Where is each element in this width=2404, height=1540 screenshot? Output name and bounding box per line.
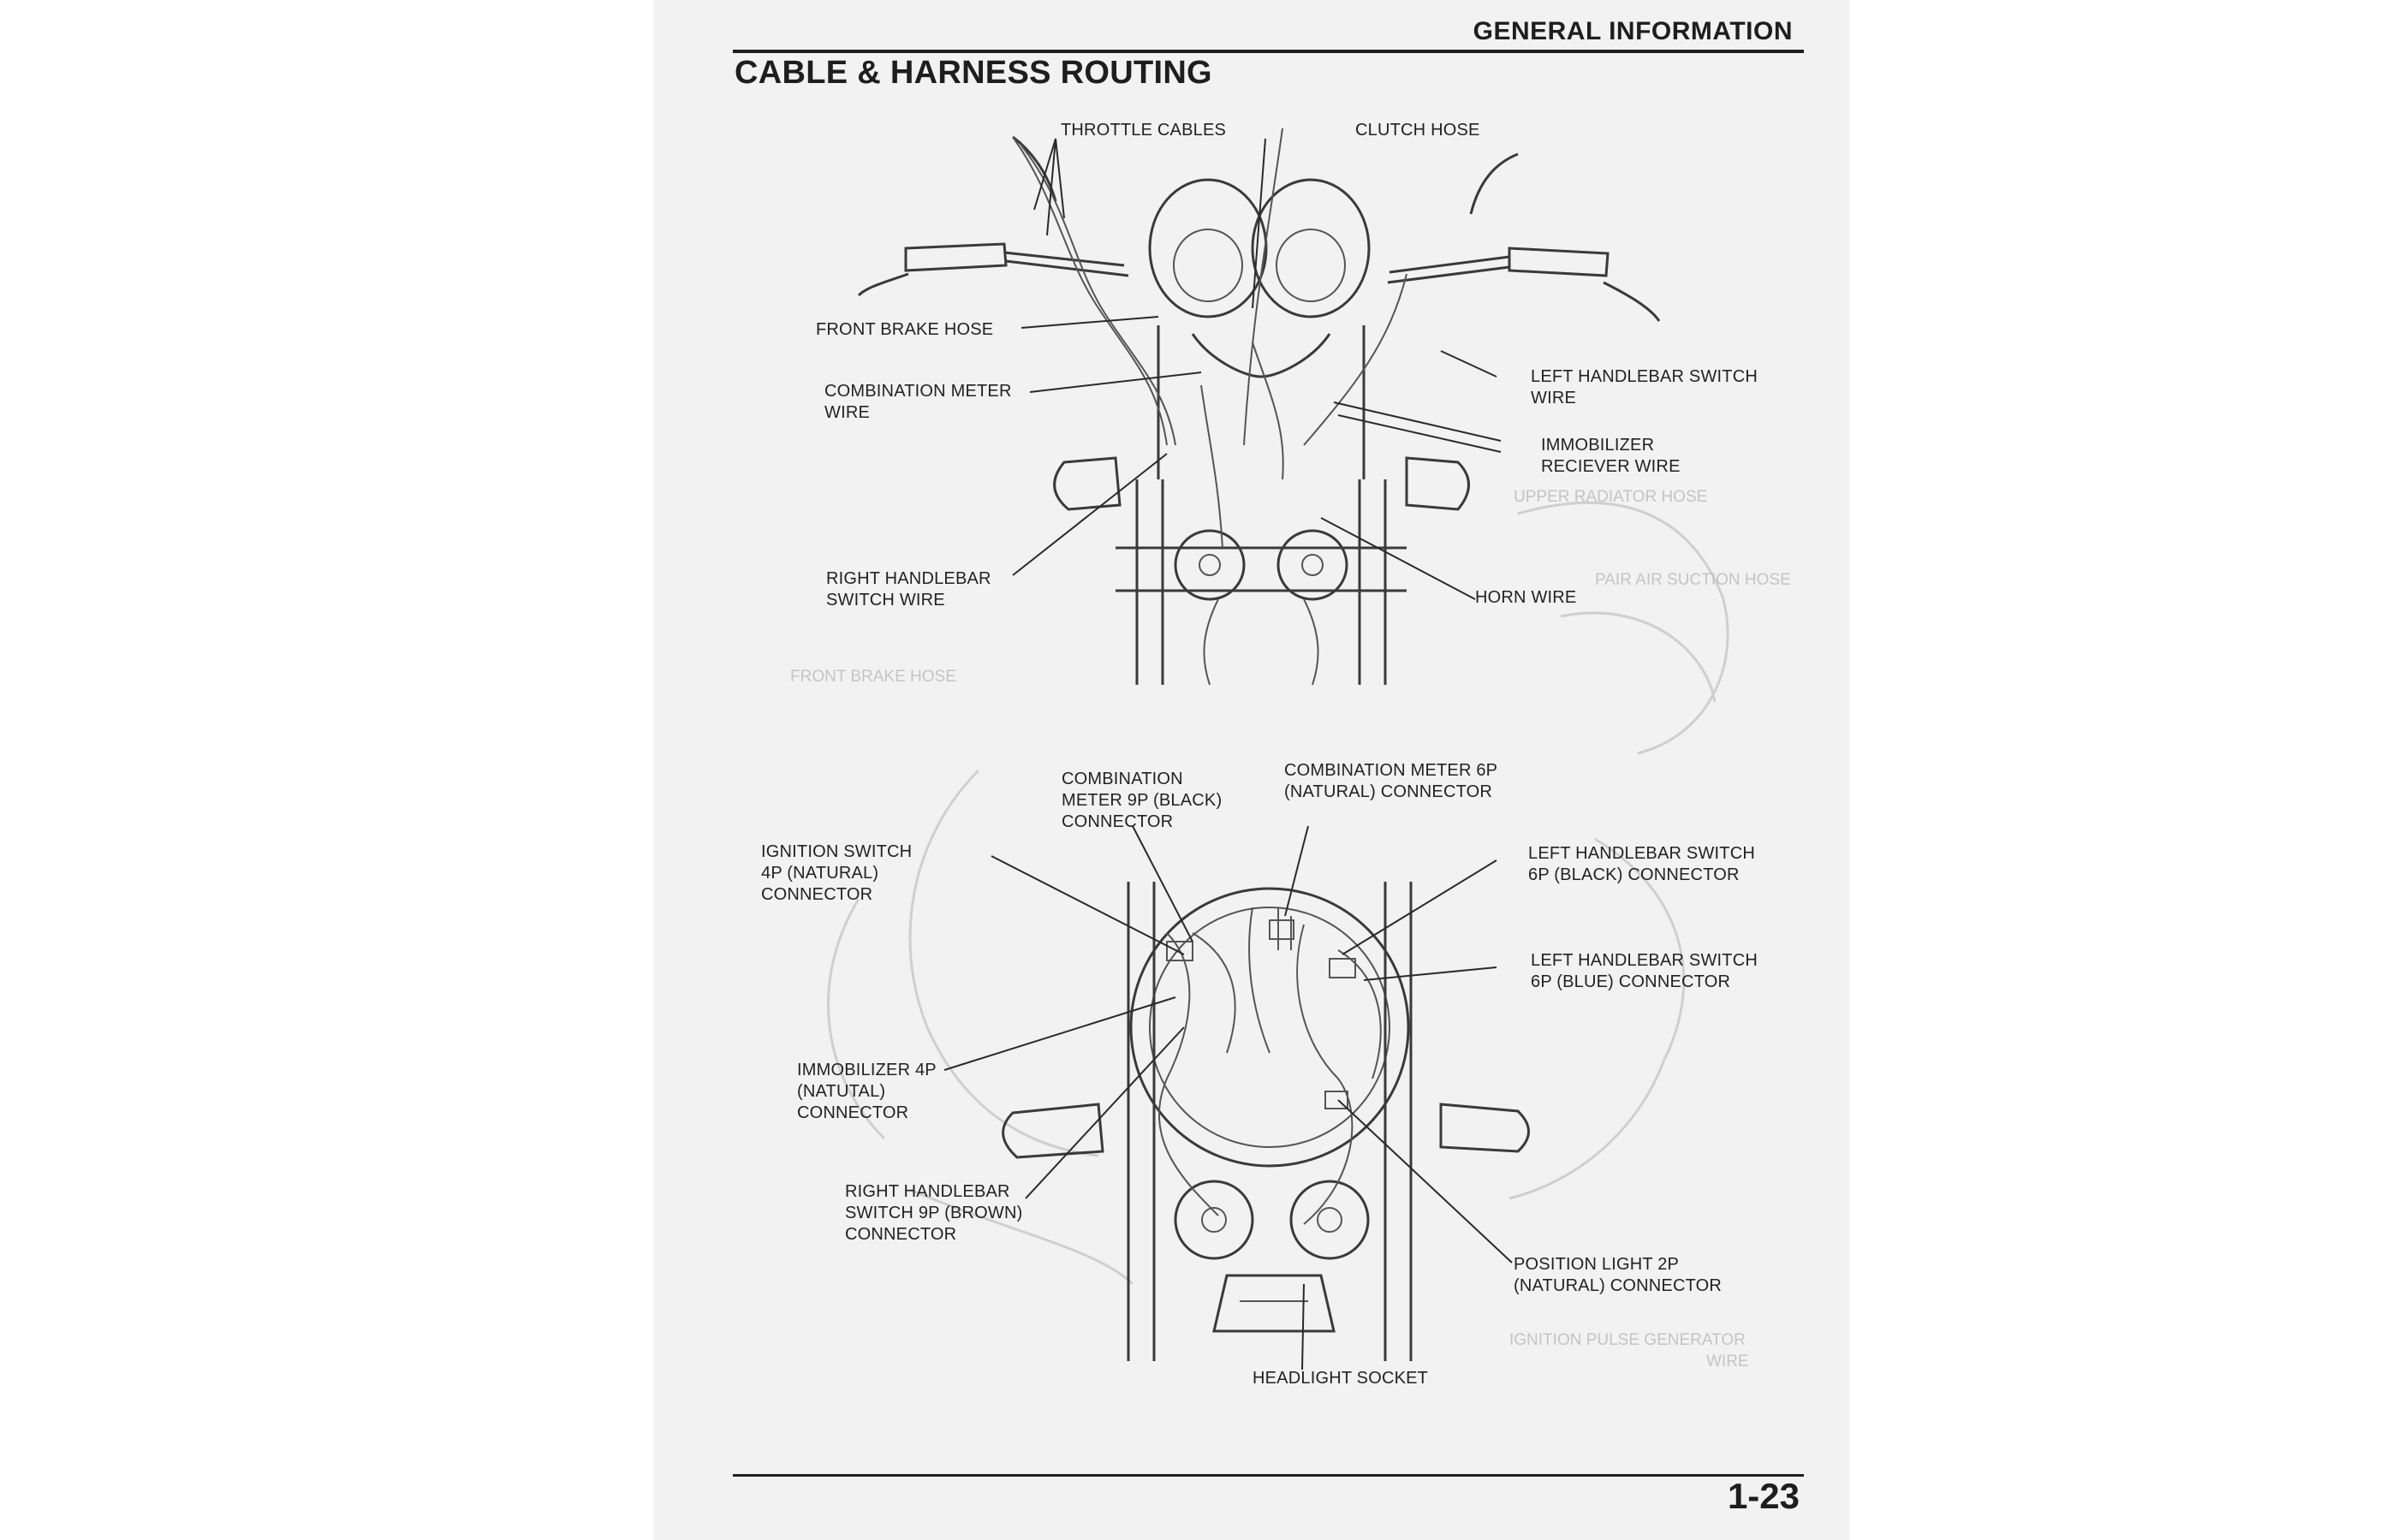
bleed-text-pair-air-suction-hose: PAIR AIR SUCTION HOSE: [1595, 571, 1791, 589]
label-left-switch-6p-black: LEFT HANDLEBAR SWITCH 6P (BLACK) CONNECT…: [1528, 844, 1755, 884]
bleed-text-front-brake-hose: FRONT BRAKE HOSE: [790, 668, 956, 686]
lower-leader-lines: [943, 825, 1513, 1371]
label-left-switch-6p-blue: LEFT HANDLEBAR SWITCH 6P (BLUE) CONNECTO…: [1531, 951, 1758, 991]
label-right-switch-9p-connector: RIGHT HANDLEBAR SWITCH 9P (BROWN) CONNEC…: [845, 1182, 1023, 1244]
upper-leader-lines: [1012, 138, 1502, 600]
headlight-assembly: [1002, 882, 1530, 1361]
label-immobilizer-connector: IMMOBILIZER 4P (NATUTAL) CONNECTOR: [797, 1061, 937, 1122]
label-throttle-cables: THROTTLE CABLES: [1061, 121, 1227, 140]
bleed-text-wire: WIRE: [1706, 1353, 1749, 1371]
bleed-text-ignition-pulse-generator: IGNITION PULSE GENERATOR: [1509, 1331, 1746, 1349]
label-left-handlebar-switch-wire: LEFT HANDLEBAR SWITCH WIRE: [1531, 367, 1758, 407]
footer-rule: [733, 1474, 1804, 1477]
page-title: CABLE & HARNESS ROUTING: [735, 55, 1212, 91]
manual-page: GENERAL INFORMATION CABLE & HARNESS ROUT…: [653, 0, 1849, 1540]
label-meter-9p-connector: COMBINATION METER 9P (BLACK) CONNECTOR: [1062, 770, 1223, 831]
handlebar-assembly: [857, 135, 1661, 685]
label-front-brake-hose: FRONT BRAKE HOSE: [816, 320, 994, 339]
label-immobilizer-receiver-wire: IMMOBILIZER RECIEVER WIRE: [1541, 436, 1681, 476]
section-header: GENERAL INFORMATION: [1473, 17, 1793, 45]
label-combination-meter-wire: COMBINATION METER WIRE: [824, 382, 1012, 422]
upper-cables: [1012, 128, 1407, 686]
harness-routing-diagram: [827, 128, 1729, 1371]
label-position-light-connector: POSITION LIGHT 2P (NATURAL) CONNECTOR: [1514, 1255, 1723, 1295]
bleed-text-upper-radiator-hose: UPPER RADIATOR HOSE: [1514, 488, 1708, 506]
bleed-through-art: [827, 501, 1729, 1286]
lower-wiring: [1157, 907, 1382, 1225]
page-number: 1-23: [1727, 1476, 1800, 1516]
label-clutch-hose: CLUTCH HOSE: [1355, 121, 1480, 140]
label-meter-6p-connector: COMBINATION METER 6P (NATURAL) CONNECTOR: [1284, 761, 1498, 801]
label-headlight-socket: HEADLIGHT SOCKET: [1253, 1369, 1429, 1388]
header-rule: [733, 50, 1804, 53]
label-right-handlebar-switch-wire: RIGHT HANDLEBAR SWITCH WIRE: [826, 569, 991, 609]
label-ignition-switch-connector: IGNITION SWITCH 4P (NATURAL) CONNECTOR: [761, 842, 913, 904]
label-horn-wire: HORN WIRE: [1475, 588, 1577, 607]
